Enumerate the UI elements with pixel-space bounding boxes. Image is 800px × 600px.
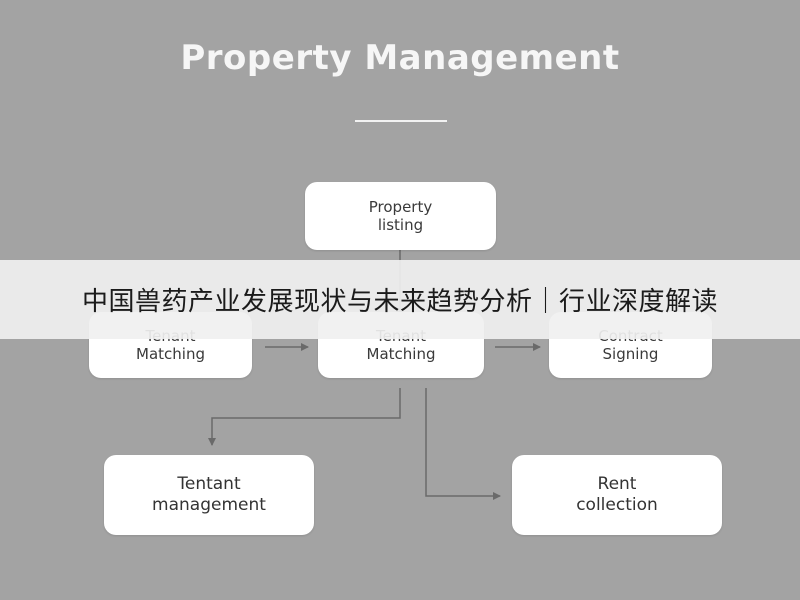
title-underline — [355, 120, 447, 122]
edge-matching-to-management — [208, 388, 401, 446]
node-tenant-management: Tentant management — [104, 455, 314, 535]
caption-banner: 中国兽药产业发展现状与未来趋势分析｜行业深度解读 — [0, 260, 800, 339]
diagram-title: Property Management — [180, 38, 620, 78]
node-rent-collection: Rent collection — [512, 455, 722, 535]
node-property-listing: Property listing — [305, 182, 496, 250]
edge-matching-to-rent — [425, 388, 501, 500]
